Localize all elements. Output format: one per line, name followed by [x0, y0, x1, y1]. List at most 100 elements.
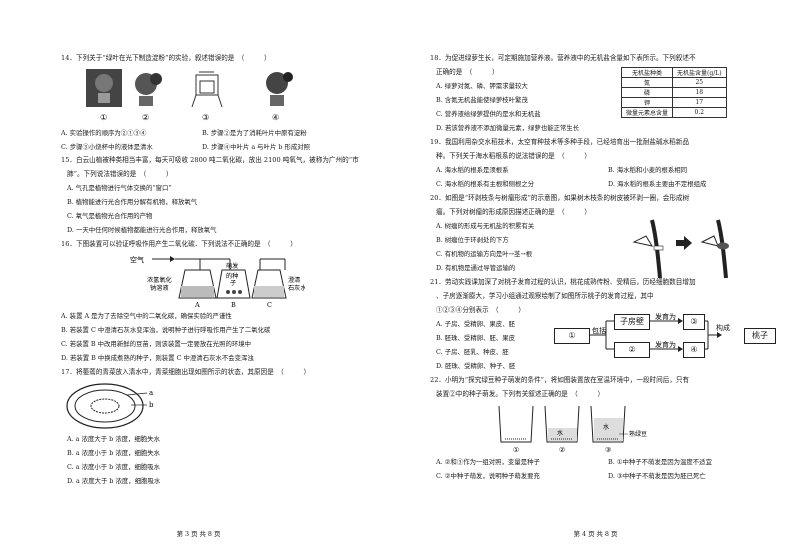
q22-beakers-figure: ① ② ③ 水 水 熟绿豆 [497, 404, 657, 454]
q15-stem-line-1: 15．白云山植被种类相当丰富，每天可吸收 2800 吨二氧化碳，放出 2100 … [61, 156, 359, 164]
q21-option-b: B. 胚珠、受精卵、胚、果皮 [436, 334, 516, 342]
q18-table-cell: 磷 [620, 87, 674, 98]
q14-label-1: ① [100, 113, 107, 122]
q16-label-b: B [231, 301, 236, 309]
q14-label-4: ④ [272, 113, 279, 122]
q21-arrow-label-develop-1: 发育为 [655, 312, 676, 321]
q17-cell-figure: a b [65, 381, 175, 431]
q22-option-a: A. ②和③作为一组对照，变量是种子 [436, 458, 540, 466]
q16-label-seeds-1: 萌发 [226, 262, 238, 270]
q22-stem-line-1: 22．小明为“探究绿豆种子萌发的条件”，将如图装置放在室温环境中，一段时间后，只… [430, 376, 690, 384]
q14-label-3: ③ [202, 113, 209, 122]
q14-option-a: A. 实验操作的顺序为②①③④ [61, 129, 147, 137]
q21-box-2: ② [614, 342, 650, 358]
q18-table-cell: 18 [672, 87, 727, 98]
q17-stem: 17．将萎蔫的青菜放入清水中，青菜细胞出现如图所示的状态，其原因是 （ ） [61, 368, 311, 376]
q18-option-d: D. 若该营养液不添加微量元素，绿萝也能正常生长 [436, 124, 580, 132]
right-page: 18．为促进绿萝生长，可定期施加营养液。营养液中的无机盐含量如下表所示。下列叙述… [397, 0, 794, 550]
q16-label-lime-1: 澄清 [288, 276, 300, 284]
q17-label-b: b [149, 401, 154, 409]
q22-option-c: C. ②中种子萌发，说明种子萌发要充 [436, 472, 540, 480]
q15-stem-line-2: 肺”。下列说法错误的是 （ ） [67, 170, 173, 178]
q16-label-air: 空气 [130, 255, 144, 264]
q20-option-b: B. 树瘤位于环剥处的下方 [436, 236, 509, 244]
q21-option-c: C. 子房、胚乳、种皮、胚 [436, 348, 509, 356]
q16-apparatus-figure: 空气 浓氢氧化 钠溶液 萌发 的种 子 澄清 石灰水 A B C [130, 252, 307, 309]
q21-stem-line-2: 、子房逐渐膨大，学习小组通过观察绘制了如图所示桃子的发育过程，其中 [436, 292, 654, 300]
q21-box-3: ③ [683, 314, 705, 330]
q21-option-a: A. 子房、受精卵、果皮、胚 [436, 320, 515, 328]
q16-label-a: A [194, 301, 200, 309]
q21-stem-line-3: ①②③④分别表示 （ ） [436, 306, 526, 314]
page-footer-right: 第 4 页 共 8 页 [573, 530, 618, 538]
q21-arrow-label-develop-2: 发育为 [655, 340, 676, 349]
q20-option-c: C. 有机物的运输方向是叶→茎→根 [436, 250, 533, 258]
q22-label-1: ① [513, 446, 519, 454]
page-footer-left: 第 3 页 共 8 页 [176, 530, 221, 538]
q22-label-water-2: 水 [557, 429, 563, 437]
q18-table-cell: 17 [672, 97, 727, 108]
q22-label-3: ③ [605, 446, 611, 454]
q16-label-seeds-3: 子 [230, 280, 236, 287]
q16-option-a: A. 装置 A 是为了去除空气中的二氧化碳，确保实验的严谨性 [61, 312, 232, 320]
q18-option-b: B. 含氮无机盐能使绿萝枝叶繁茂 [436, 96, 528, 104]
q21-box-4: ④ [683, 342, 705, 358]
q22-stem-line-2: 装置②中的种子萌发。下列有关叙述正确的是 （ ） [436, 390, 605, 398]
q14-figure: ① ② ③ ④ [84, 67, 324, 123]
q17-label-a: a [149, 389, 153, 397]
q21-development-diagram: 包括 发育为 发育为 ① 子房壁 ② ③ ④ [554, 312, 744, 362]
q18-stem-line-2: 正确的是 （ ） [436, 68, 499, 76]
q16-stem: 16．下图装置可以验证呼吸作用产生二氧化碳．下列说法不正确的是 （ ） [61, 240, 297, 248]
q14-option-c: C. 步骤③小烧杯中的液体是清水 [61, 143, 153, 151]
q18-table-cell: 氮 [620, 77, 674, 88]
q15-option-d: D. 一天中任何时候植物都能进行光合作用，释放氧气 [67, 226, 217, 234]
q18-option-a: A. 绿萝对氮、磷、钾需求量较大 [436, 82, 528, 90]
q17-option-b: B. a 浓度小于 b 浓度，细胞失水 [67, 449, 161, 457]
q20-option-d: D. 有机物是通过导管运输的 [436, 264, 516, 272]
q21-box-1: ① [554, 328, 590, 344]
q19-option-d: D. 海水稻的根系主要由不定根组成 [608, 180, 707, 188]
q16-option-d: D. 若装置 B 中换成煮熟的种子，则装置 C 中澄清石灰水不会变浑浊 [61, 354, 254, 362]
q16-label-lime-2: 石灰水 [288, 284, 305, 292]
q20-option-a: A. 树瘤的形成与无机盐的积累有关 [436, 222, 535, 230]
q22-label-2: ② [559, 446, 565, 454]
q22-option-b: B. ①中种子不萌发是因为温度不适宜 [608, 458, 712, 466]
q16-option-b: B. 若装置 C 中澄清石灰水变浑浊，说明种子进行呼吸作用产生了二氧化碳 [61, 326, 271, 334]
q19-option-b: B. 海水稻和小麦的根系相同 [608, 166, 688, 174]
q21-option-d: D. 胚珠、受精卵、种子、胚 [436, 362, 516, 370]
q18-table-header-amount: 无机盐含量(g/L) [672, 67, 727, 78]
q16-label-c: C [267, 301, 272, 309]
q21-box-peach: 桃子 [744, 328, 776, 344]
left-page: 14．下列关于“绿叶在光下制造淀粉”的实验，叙述错误的是 （ ） ① ② ③ ④ [61, 54, 359, 538]
q18-table-header-type: 无机盐种类 [620, 67, 674, 78]
q15-option-b: B. 植物能进行光合作用分解有机物，释放氧气 [67, 198, 198, 206]
q14-option-d: D. 步骤④中叶片 a 与叶片 b 形成对照 [202, 143, 311, 151]
q21-arrow-label-include: 包括 [592, 326, 606, 335]
q14-stem: 14．下列关于“绿叶在光下制造淀粉”的实验，叙述错误的是 （ ） [61, 54, 271, 62]
q18-table-cell: 钾 [620, 97, 674, 108]
q18-table-cell: 0.2 [672, 107, 727, 118]
q15-option-c: C. 氧气是植物光合作用的产物 [67, 212, 153, 220]
q16-option-c: C. 若装置 B 中改用新鲜的豆苗，则该装置一定要放在光照的环境中 [61, 340, 252, 348]
q17-option-d: D. a 浓度大于 b 浓度，细胞吸水 [67, 477, 161, 485]
q19-stem-line-2: 种。下列关于海水稻根系的说法错误的是 （ ） [436, 152, 591, 160]
q14-option-b: B. 步骤②是为了消耗叶片中原有淀粉 [202, 129, 307, 137]
q22-option-d: D. ③中种子不萌发是因为胚已死亡 [608, 472, 706, 480]
q22-label-water-3: 水 [603, 423, 609, 431]
q19-option-a: A. 海水稻的根系是须根系 [436, 166, 509, 174]
q16-label-seeds-2: 的种 [226, 272, 238, 280]
q17-option-a: A. a 浓度大于 b 浓度，细胞失水 [67, 435, 160, 443]
q19-option-c: C. 海水稻的根系有主根和侧根之分 [436, 180, 535, 188]
q20-stem-line-1: 20．如图是“环剥枝条与树瘤形成”的示意图，如果树木枝条的树皮被环剥一圈，会形成… [430, 194, 690, 202]
q18-table-cell: 25 [672, 77, 727, 88]
q18-stem-line-1: 18．为促进绿萝生长，可定期施加营养液。营养液中的无机盐含量如下表所示。下列叙述… [430, 54, 696, 62]
q17-option-c: C. a 浓度小于 b 浓度，细胞吸水 [67, 463, 161, 471]
q21-arrow-label-compose: 构成 [716, 324, 730, 332]
q20-branch-figure [622, 216, 732, 280]
q22-label-cooked-beans: 熟绿豆 [629, 430, 647, 438]
q15-option-a: A. 气孔是植物进行气体交换的“窗口” [67, 184, 172, 192]
q18-option-c: C. 营养液给绿萝提供的是水和无机盐 [436, 110, 541, 118]
q19-stem-line-1: 19．我国利用杂交水稻技术，太空育种技术等多种手段，已经培育出一批耐盐碱水稻新品 [430, 138, 689, 146]
q14-label-2: ② [142, 113, 149, 122]
